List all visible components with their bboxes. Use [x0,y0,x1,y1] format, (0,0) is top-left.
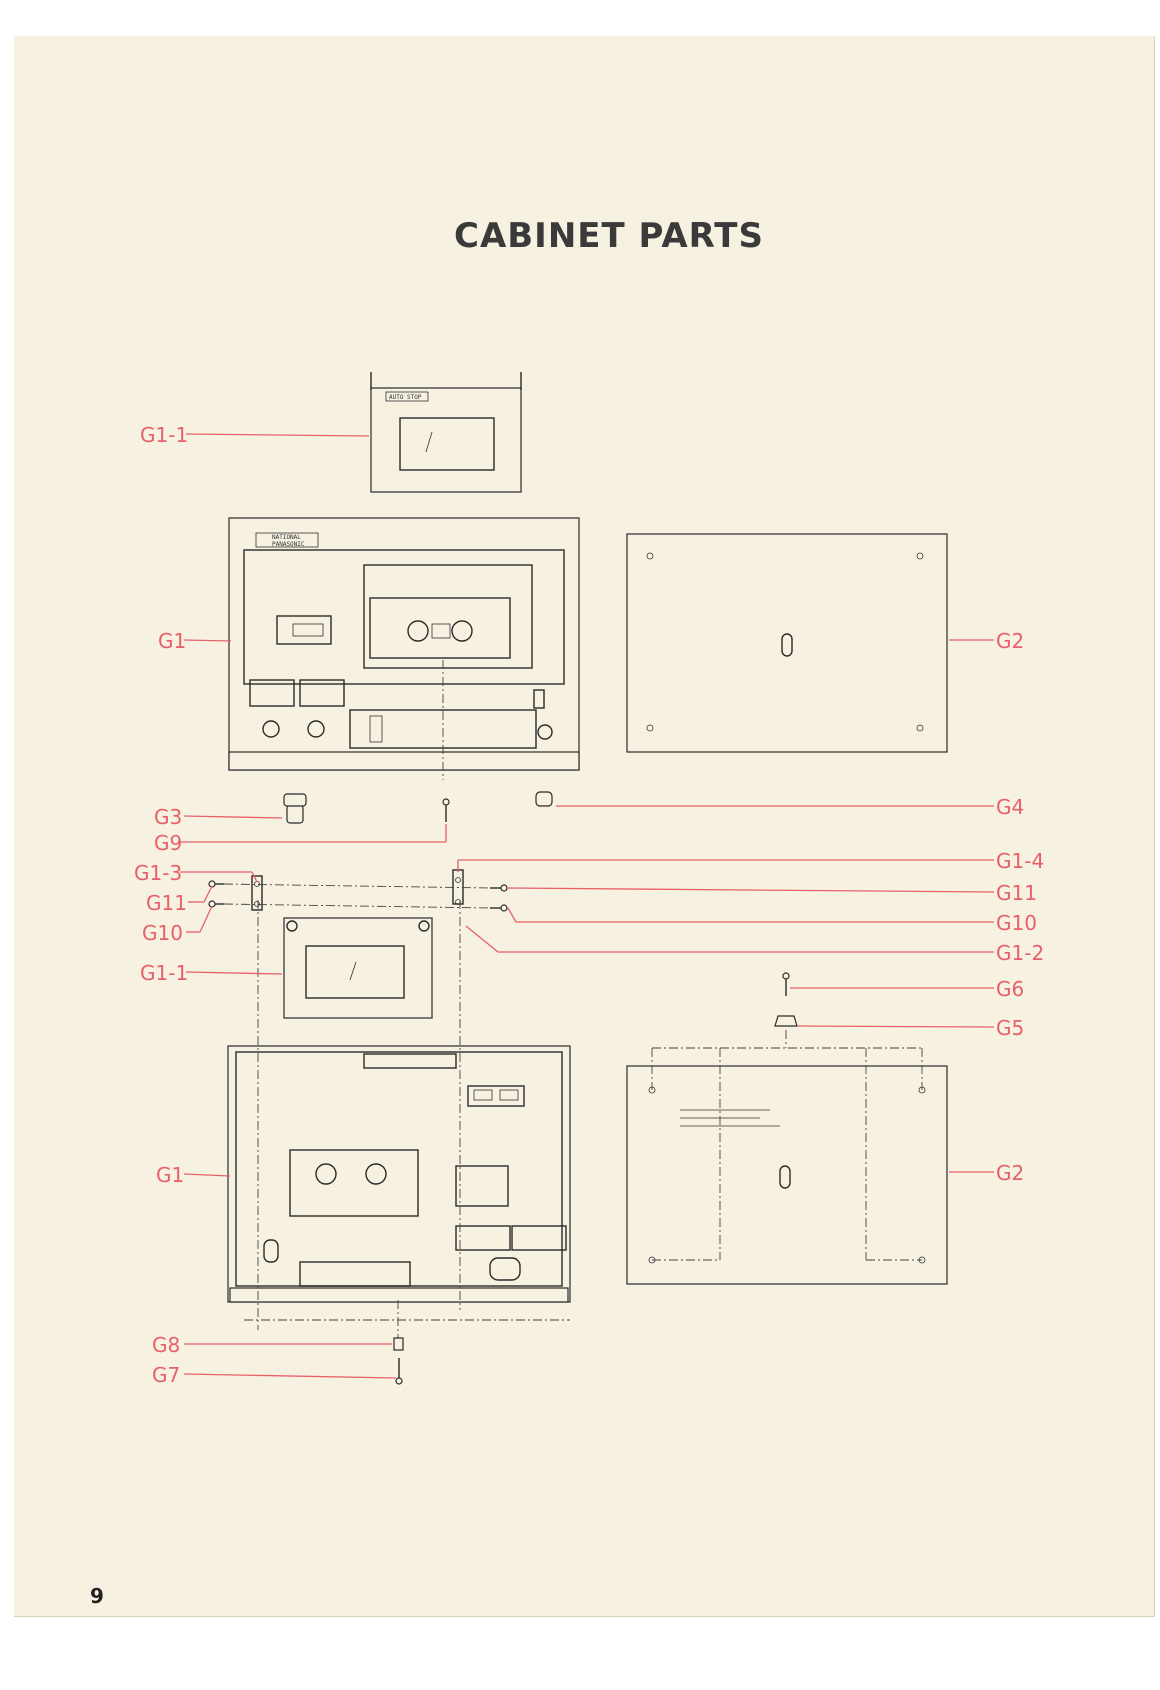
bottom-plate-top [627,534,947,752]
label-g6: G6 [996,977,1024,1001]
screw-part-g9 [443,799,449,822]
label-g7: G7 [152,1363,180,1387]
label-g11-right: G11 [996,881,1037,905]
label-g10-right: G10 [996,911,1037,935]
knob-part-g3 [284,794,306,823]
label-g1-4: G1-4 [996,849,1044,873]
label-g1-top: G1 [158,629,186,653]
label-g10-left: G10 [142,921,183,945]
brand-line-2: PANASONIC [272,541,305,548]
label-g1-1-mid: G1-1 [140,961,188,985]
label-g1-3: G1-3 [134,861,182,885]
foot-part-g4 [536,792,552,806]
cabinet-interior [228,1046,570,1302]
bottom-plate-bottom [627,1066,947,1284]
screw-part-g6 [783,973,789,996]
label-g8: G8 [152,1333,180,1357]
label-g1-2: G1-2 [996,941,1044,965]
screw-part-g7 [396,1358,402,1384]
cassette-deck-front: NATIONAL PANASONIC [229,518,579,780]
auto-stop-label: AUTO STOP [389,394,422,401]
label-g2-top: G2 [996,629,1024,653]
label-g2-bottom: G2 [996,1161,1024,1185]
foot-part-g5 [775,1016,797,1026]
nut-part-g8 [394,1338,403,1350]
label-g9: G9 [154,831,182,855]
label-g3: G3 [154,805,182,829]
screws-right [490,885,507,911]
label-g5: G5 [996,1016,1024,1040]
brand-line-1: NATIONAL [272,534,301,541]
label-g1-bottom: G1 [156,1163,184,1187]
cassette-lid-middle [284,918,432,1018]
label-g11-left: G11 [146,891,187,915]
label-g4: G4 [996,795,1024,819]
cassette-lid-top: AUTO STOP [371,372,521,492]
screws-left [209,881,224,907]
label-g1-1-top: G1-1 [140,423,188,447]
